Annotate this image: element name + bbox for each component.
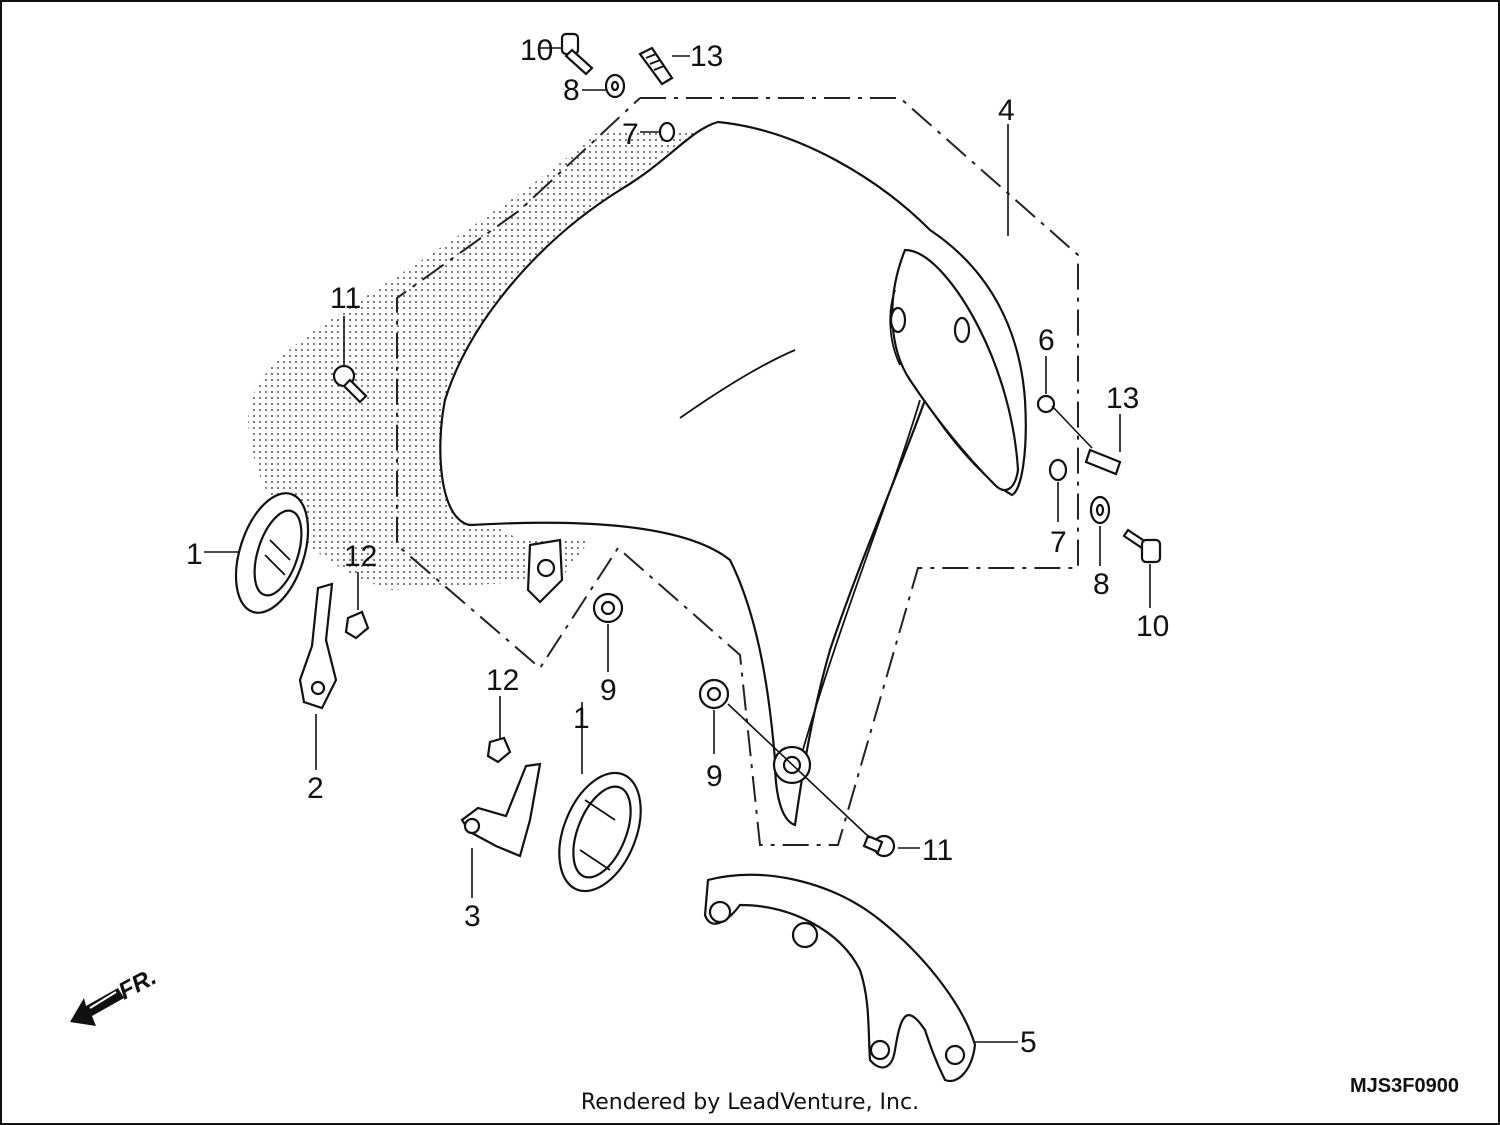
callout-13-top: 13 (690, 40, 723, 73)
bolt-13-top (638, 46, 674, 86)
front-direction-arrow: FR. (70, 963, 161, 1026)
callout-7-top: 7 (622, 118, 639, 151)
reflector-right (558, 771, 642, 893)
washer-8-right (1089, 495, 1111, 525)
callout-9-upper: 9 (600, 674, 617, 707)
callout-11-left: 11 (330, 282, 361, 315)
bolt-11-lower (862, 834, 896, 858)
callout-8-right: 8 (1093, 568, 1110, 601)
callout-10-right: 10 (1136, 610, 1169, 643)
fender-brace (703, 873, 977, 1083)
bolt-10-right (1122, 528, 1162, 564)
front-fender-body (439, 120, 1027, 827)
callout-12-right: 12 (486, 664, 519, 697)
callout-3: 3 (464, 900, 481, 933)
fender-right-tab (891, 248, 1020, 492)
reflector-left (234, 492, 310, 614)
callout-5: 5 (1020, 1026, 1037, 1059)
reflector-bracket-right (460, 762, 542, 858)
washer-8-top (604, 73, 626, 99)
fender-inner-line (679, 349, 796, 419)
leader-lines (204, 47, 1151, 1043)
shaded-surface (248, 130, 701, 590)
diagram-code: MJS3F0900 (1350, 1075, 1459, 1097)
bolt-10-top (560, 32, 594, 76)
reflector-bracket-left (298, 582, 338, 710)
callout-12-left: 12 (344, 540, 377, 573)
callout-11-lower: 11 (922, 834, 953, 867)
callout-10-top: 10 (520, 34, 553, 67)
callout-1-left: 1 (186, 538, 203, 571)
nut-6-right (1036, 394, 1056, 414)
callout-13-right: 13 (1106, 382, 1139, 415)
collar-7-right (1048, 458, 1068, 482)
nut-12-right (486, 736, 512, 764)
callout-6: 6 (1038, 324, 1055, 357)
callout-8-top: 8 (563, 74, 580, 107)
nut-12-left (344, 610, 370, 640)
callout-4: 4 (998, 94, 1015, 127)
callout-7-right: 7 (1050, 526, 1067, 559)
fender-side-stay (799, 399, 921, 761)
grommet-9-upper (592, 592, 624, 624)
credit-text: Rendered by LeadVenture, Inc. (580, 1090, 920, 1115)
bolt-13-right (1084, 448, 1122, 476)
fender-right-tab-edge (889, 289, 901, 366)
callout-1-right: 1 (573, 702, 590, 735)
grommet-9-lower (698, 678, 730, 710)
collar-7-top (658, 121, 676, 143)
callout-2: 2 (307, 772, 324, 805)
assembly-boundary (396, 97, 1079, 846)
callout-9-lower: 9 (706, 760, 723, 793)
